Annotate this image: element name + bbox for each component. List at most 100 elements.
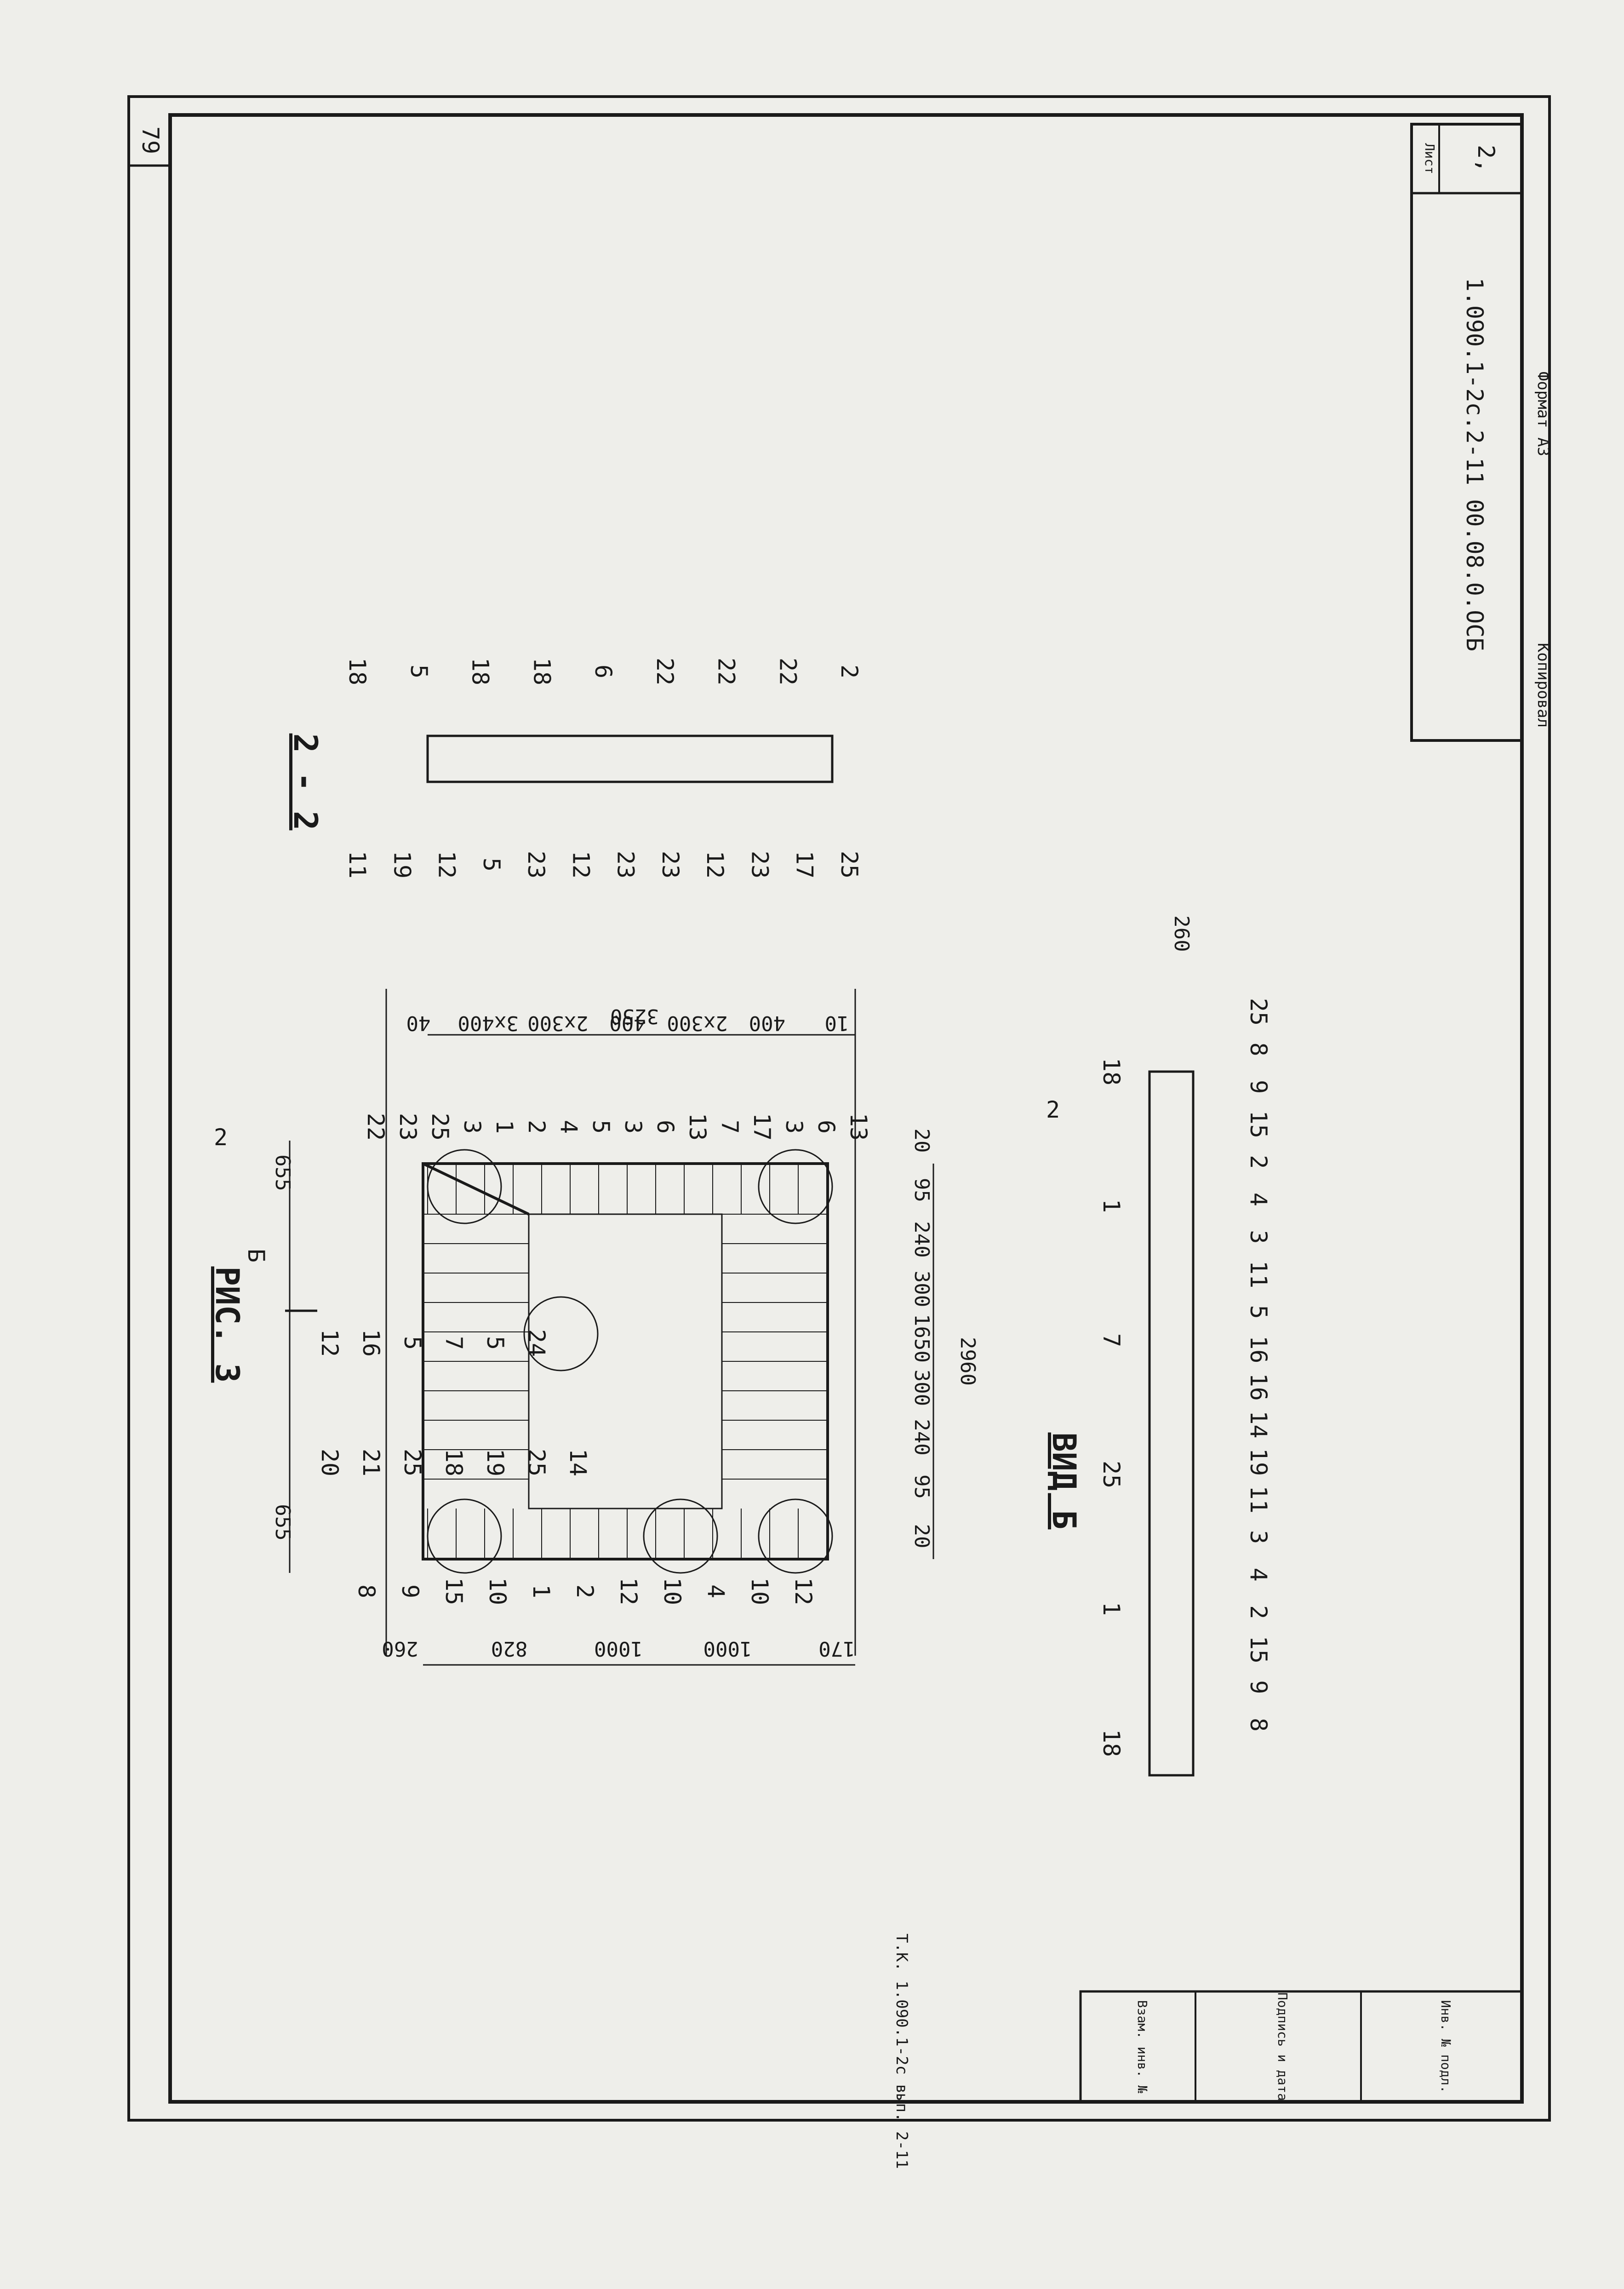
section-mark-bottom: 2 bbox=[1046, 1096, 1060, 1123]
sec-callouts-top-3: 18 bbox=[528, 658, 555, 685]
fig-callout-36: 17 bbox=[749, 1113, 775, 1141]
fig-callout-6: 12 bbox=[615, 1578, 642, 1605]
format-label: Формат А3 bbox=[1534, 372, 1552, 456]
page-number: 79 bbox=[137, 126, 164, 154]
fig-dims-top-2: 1000 bbox=[594, 1637, 643, 1660]
vb-callouts-bottom-15: 2 bbox=[1245, 1155, 1272, 1169]
fig-callout-16: 25 bbox=[523, 1449, 550, 1476]
overall-bottom-dim: 3250 bbox=[610, 1004, 659, 1028]
fig-dims-top-4: 170 bbox=[818, 1637, 855, 1660]
view-arrow-label: Б bbox=[243, 1249, 269, 1262]
fig-callout-21: 7 bbox=[440, 1336, 467, 1350]
sec-callouts-bottom-1: 19 bbox=[389, 851, 415, 878]
sec-callouts-top-7: 22 bbox=[774, 658, 801, 685]
fig-title: РИС. 3 bbox=[208, 1267, 246, 1383]
vb-callouts-bottom-14: 4 bbox=[1245, 1193, 1272, 1206]
fig-dims-bottom-4: 2х300 bbox=[667, 1011, 727, 1035]
vb-callouts-bottom-0: 8 bbox=[1245, 1718, 1272, 1732]
fig-callout-17: 14 bbox=[565, 1449, 591, 1476]
vb-callouts-bottom-13: 3 bbox=[1245, 1230, 1272, 1244]
fig-callout-24: 22 bbox=[362, 1113, 389, 1141]
sec-callouts-top-2: 18 bbox=[467, 658, 494, 685]
series-note: Т.К. 1.090.1-2с вып. 2-11 bbox=[892, 1933, 911, 2169]
fig-callout-37: 3 bbox=[781, 1120, 807, 1134]
sec-callouts-bottom-4: 23 bbox=[523, 851, 549, 878]
sheet-label: Лист bbox=[1422, 143, 1437, 174]
vb-callouts-top-2: 25 bbox=[1098, 1461, 1125, 1488]
cage-rebars bbox=[423, 1149, 833, 1574]
fig-callout-22: 5 bbox=[482, 1336, 509, 1350]
fig-callout-31: 5 bbox=[588, 1120, 614, 1134]
sec-callouts-bottom-0: 11 bbox=[344, 851, 371, 878]
overall-right-dim: 2960 bbox=[956, 1337, 979, 1386]
sec-callouts-bottom-10: 17 bbox=[791, 851, 818, 878]
fig-dims-right-3: 300 bbox=[910, 1271, 933, 1307]
sec-callouts-bottom-11: 25 bbox=[836, 851, 863, 878]
fig-dims-bottom-5: 400 bbox=[749, 1011, 785, 1035]
fig-callout-39: 13 bbox=[845, 1113, 872, 1141]
fig-dims-left-0: 655 bbox=[271, 1154, 294, 1191]
fig-callout-29: 2 bbox=[523, 1120, 550, 1134]
fig-dims-right-8: 20 bbox=[910, 1524, 933, 1549]
fig-dims-bottom-2: 2х300 bbox=[527, 1011, 588, 1035]
view-b-title: ВИД Б bbox=[1045, 1433, 1083, 1530]
fig-callout-14: 18 bbox=[440, 1449, 467, 1476]
vb-callouts-bottom-2: 15 bbox=[1245, 1636, 1272, 1664]
vb-callouts-top-0: 18 bbox=[1098, 1729, 1125, 1757]
stamp-inv-swap: Взам. инв. № bbox=[1135, 2000, 1150, 2093]
vb-callouts-bottom-7: 19 bbox=[1245, 1448, 1272, 1476]
fig-callout-13: 25 bbox=[399, 1449, 426, 1476]
vb-callouts-bottom-1: 9 bbox=[1245, 1680, 1272, 1694]
inner-frame bbox=[168, 113, 1524, 2104]
fig-callout-18: 12 bbox=[316, 1329, 343, 1357]
vb-callouts-bottom-3: 2 bbox=[1245, 1605, 1272, 1619]
bottom-stamp bbox=[1079, 1990, 1523, 2103]
fig-dims-right-4: 1650 bbox=[910, 1314, 933, 1363]
fig-callout-19: 16 bbox=[358, 1329, 384, 1357]
fig-callout-33: 6 bbox=[652, 1120, 679, 1134]
section-outline bbox=[426, 734, 834, 783]
fig-callout-27: 3 bbox=[459, 1120, 486, 1134]
section-title: 2 - 2 bbox=[286, 734, 324, 831]
outer-frame bbox=[127, 95, 1551, 2122]
fig-callout-35: 7 bbox=[716, 1120, 743, 1134]
fig-callout-1: 9 bbox=[397, 1584, 423, 1598]
fig-dims-top-3: 1000 bbox=[703, 1637, 752, 1660]
fig-dims-right-2: 240 bbox=[910, 1221, 933, 1257]
vb-callouts-bottom-12: 11 bbox=[1245, 1261, 1272, 1288]
fig-dims-right-0: 20 bbox=[910, 1129, 933, 1153]
document-code: 1.090.1-2с.2-11 00.08.0.ОСБ bbox=[1461, 278, 1488, 652]
vb-callouts-bottom-10: 16 bbox=[1245, 1336, 1272, 1363]
fig-dims-right-5: 300 bbox=[910, 1370, 933, 1406]
fig-callout-4: 1 bbox=[528, 1584, 555, 1598]
sec-callouts-bottom-7: 23 bbox=[657, 851, 684, 878]
fig-callout-30: 4 bbox=[555, 1120, 582, 1134]
fig-callout-20: 5 bbox=[399, 1336, 426, 1350]
fig-dims-bottom-0: 40 bbox=[406, 1011, 431, 1035]
vb-callouts-bottom-19: 25 bbox=[1245, 998, 1272, 1026]
sec-callouts-bottom-6: 23 bbox=[612, 851, 639, 878]
sec-callouts-bottom-3: 5 bbox=[478, 858, 505, 872]
vb-callouts-bottom-4: 4 bbox=[1245, 1568, 1272, 1582]
vb-callouts-bottom-11: 5 bbox=[1245, 1305, 1272, 1319]
sec-callouts-top-0: 18 bbox=[344, 658, 371, 685]
sec-callouts-top-4: 6 bbox=[590, 665, 617, 678]
fig-dims-left-1: 655 bbox=[271, 1504, 294, 1540]
vb-callouts-bottom-8: 14 bbox=[1245, 1411, 1272, 1438]
fig-callout-15: 19 bbox=[482, 1449, 509, 1476]
vb-callouts-bottom-18: 8 bbox=[1245, 1043, 1272, 1056]
sheet-number: 2, bbox=[1473, 145, 1499, 172]
fig-callout-28: 1 bbox=[491, 1120, 518, 1134]
stamp-signature-date: Подпись и дата bbox=[1275, 1992, 1290, 2101]
fig-dims-top-1: 820 bbox=[491, 1637, 527, 1660]
fig-dims-top-0: 260 bbox=[382, 1637, 418, 1660]
vb-callouts-bottom-17: 9 bbox=[1245, 1080, 1272, 1094]
sec-callouts-top-5: 22 bbox=[652, 658, 678, 685]
fig-callout-2: 15 bbox=[440, 1578, 467, 1605]
vb-callouts-bottom-5: 3 bbox=[1245, 1530, 1272, 1544]
fig-callout-5: 2 bbox=[572, 1584, 598, 1598]
fig-callout-10: 12 bbox=[790, 1578, 817, 1605]
sec-callouts-top-8: 2 bbox=[836, 665, 863, 678]
title-block bbox=[1410, 123, 1523, 742]
stamp-inv-orig: Инв. № подл. bbox=[1438, 2000, 1453, 2093]
